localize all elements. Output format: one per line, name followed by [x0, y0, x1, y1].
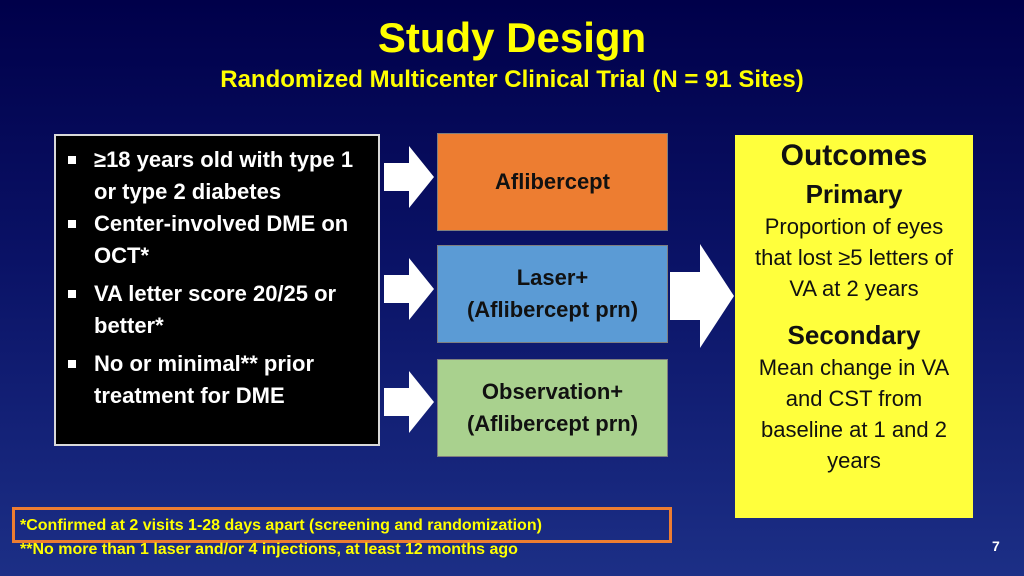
arm-3-sublabel: (Aflibercept prn)	[466, 411, 639, 436]
footnote-1: *Confirmed at 2 visits 1-28 days apart (…	[20, 517, 542, 534]
arrow-to-arm-1-icon	[384, 146, 434, 208]
criteria-item-age: ≥18 years old with type 1 or type 2 diab…	[66, 144, 370, 208]
arrow-to-arm-2-icon	[384, 258, 434, 320]
secondary-outcome-label: Secondary	[787, 320, 921, 350]
page-number: 7	[992, 538, 1000, 554]
criteria-item-dme: Center-involved DME on OCT*	[66, 208, 370, 272]
slide-subtitle: Randomized Multicenter Clinical Trial (N…	[220, 66, 804, 93]
secondary-outcome-text: Mean change in VA and CST from baseline …	[758, 355, 950, 473]
arm-3-label: Observation+	[481, 379, 624, 404]
arm-2-sublabel: (Aflibercept prn)	[466, 297, 639, 322]
arm-laser-box: Laser+ (Aflibercept prn)	[437, 245, 668, 343]
eligibility-criteria-box: ≥18 years old with type 1 or type 2 diab…	[54, 134, 380, 446]
criteria-item-prior-treatment: No or minimal** prior treatment for DME	[66, 348, 370, 412]
primary-outcome-label: Primary	[805, 179, 903, 209]
footnote-highlight-box	[12, 507, 672, 543]
criteria-list: ≥18 years old with type 1 or type 2 diab…	[66, 144, 370, 412]
arm-1-label: Aflibercept	[495, 169, 610, 194]
outcomes-heading: Outcomes	[780, 139, 928, 172]
slide-title: Study Design	[377, 14, 647, 61]
arm-2-label: Laser+	[516, 265, 589, 290]
primary-outcome-text: Proportion of eyes that lost ≥5 letters …	[755, 214, 953, 301]
arrow-to-outcomes-icon	[670, 244, 734, 348]
outcomes-box: Outcomes Primary Proportion of eyes that…	[735, 135, 973, 518]
arrow-to-arm-3-icon	[384, 371, 434, 433]
criteria-item-va: VA letter score 20/25 or better*	[66, 278, 370, 342]
arm-aflibercept-box: Aflibercept	[437, 133, 668, 231]
arm-observation-box: Observation+ (Aflibercept prn)	[437, 359, 668, 457]
footnote-2: **No more than 1 laser and/or 4 injectio…	[20, 541, 518, 558]
